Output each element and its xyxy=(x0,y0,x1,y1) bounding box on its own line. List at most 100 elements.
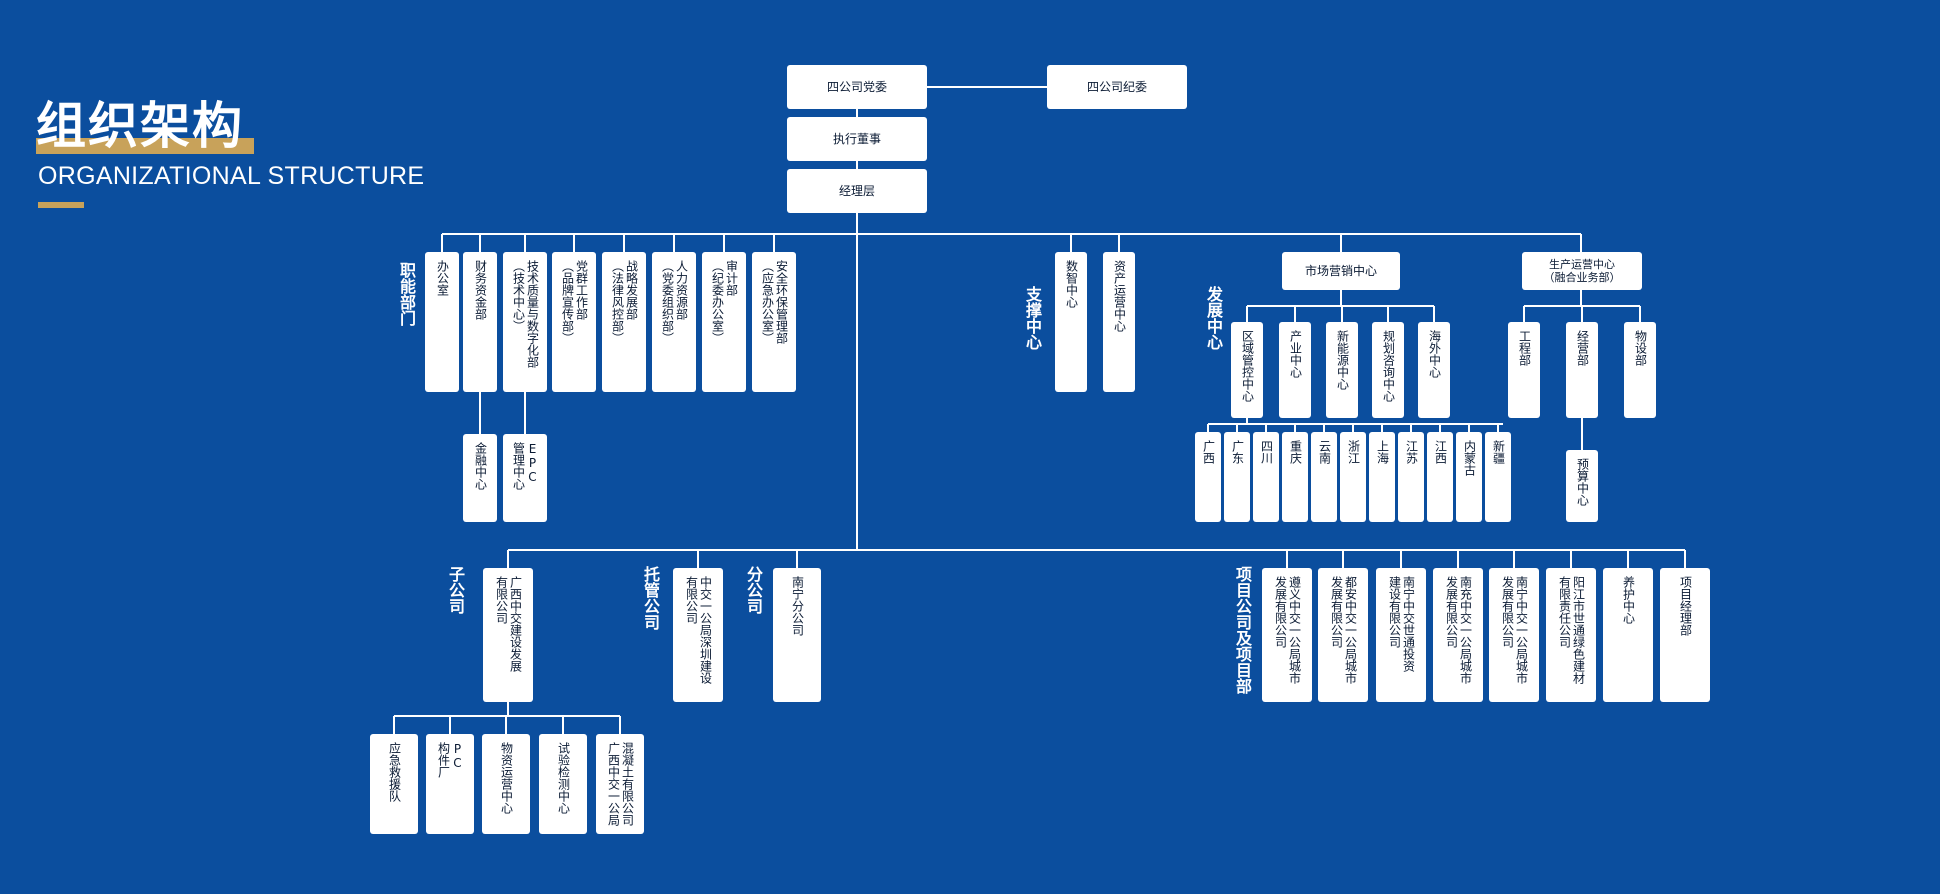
market-sub-box-text: 区域管控中心 xyxy=(1240,330,1255,402)
region-box-text: 新疆 xyxy=(1491,440,1506,464)
title-accent-bar xyxy=(38,202,84,208)
project-company-box-text: 南宁中交世通投资 xyxy=(1401,576,1416,672)
subsidiary-box-text: 广西中交建设发展 xyxy=(508,576,523,672)
project-company-box-text: 南充中交一公局城市 xyxy=(1458,576,1473,684)
project-company-box: 养护中心 xyxy=(1603,568,1653,702)
subsidiary-sub-box-text: 应急救援队 xyxy=(387,742,402,802)
page-subtitle: ORGANIZATIONAL STRUCTURE xyxy=(38,162,425,190)
subsidiary-sub-box-text: 物资运营中心 xyxy=(499,742,514,814)
group-label-development: 发展中心 xyxy=(1204,286,1223,350)
production-center-box: 生产运营中心 （融合业务部） xyxy=(1522,252,1642,290)
group-label-subsidiary: 子公司 xyxy=(446,566,465,614)
trust-company-box-text: 中交一公局深圳建设 xyxy=(698,576,713,684)
subsidiary-sub-box: 试验检测中心 xyxy=(539,734,587,834)
project-company-box: 南充中交一公局城市发展有限公司 xyxy=(1433,568,1483,702)
subsidiary-sub-box: 物资运营中心 xyxy=(482,734,530,834)
functional-dept-box-text: 技术质量与数字化部 xyxy=(525,260,540,368)
functional-dept-box-text: 办公室 xyxy=(435,260,450,296)
project-company-box: 项目经理部 xyxy=(1660,568,1710,702)
project-company-box-text: 发展有限公司 xyxy=(1273,576,1288,648)
region-box: 江苏 xyxy=(1398,432,1424,522)
region-box: 广东 xyxy=(1224,432,1250,522)
functional-dept-box-text: （品牌宣传部） xyxy=(560,260,575,344)
project-company-box: 都安中交一公局城市发展有限公司 xyxy=(1318,568,1368,702)
region-box: 云南 xyxy=(1311,432,1337,522)
project-company-box-text: 发展有限公司 xyxy=(1500,576,1515,648)
region-box-text: 四川 xyxy=(1259,440,1274,464)
functional-dept-box-text: 人力资源部 xyxy=(674,260,689,320)
project-company-box-text: 养护中心 xyxy=(1621,576,1636,624)
page-title: 组织架构 xyxy=(36,97,244,155)
group-label-branch: 分公司 xyxy=(744,566,763,614)
project-company-box: 阳江市世通绿色建材有限责任公司 xyxy=(1546,568,1596,702)
functional-dept-box-text: （法律风控部） xyxy=(610,260,625,344)
subsidiary-sub-box-text: PC xyxy=(450,742,465,770)
region-box-text: 内蒙古 xyxy=(1462,440,1477,476)
functional-dept-box-text: 战略发展部 xyxy=(624,260,639,320)
market-center-box: 市场营销中心 xyxy=(1282,252,1400,290)
project-company-box-text: 阳江市世通绿色建材 xyxy=(1571,576,1586,684)
region-box: 上海 xyxy=(1369,432,1395,522)
project-company-box: 遵义中交一公局城市发展有限公司 xyxy=(1262,568,1312,702)
management-box: 经理层 xyxy=(787,169,927,213)
region-box-text: 云南 xyxy=(1317,440,1332,464)
production-sub-box-text: 物设部 xyxy=(1633,330,1648,366)
market-sub-box: 产业中心 xyxy=(1279,322,1311,418)
branch-company-box-text: 南宁分公司 xyxy=(790,576,805,636)
functional-dept-box-text: （党委组织部） xyxy=(660,260,675,344)
project-company-box-text: 南宁中交一公局城市 xyxy=(1514,576,1529,684)
functional-dept-box: 党群工作部（品牌宣传部） xyxy=(552,252,596,392)
functional-dept-box-text: （应急办公室） xyxy=(760,260,775,344)
project-company-box-text: 都安中交一公局城市 xyxy=(1343,576,1358,684)
region-box-text: 江西 xyxy=(1433,440,1448,464)
subsidiary-box-text: 有限公司 xyxy=(494,576,509,624)
functional-dept-box: 审计部（纪委办公室） xyxy=(702,252,746,392)
project-company-box-text: 遵义中交一公局城市 xyxy=(1287,576,1302,684)
market-sub-box-text: 新能源中心 xyxy=(1335,330,1350,390)
region-box-text: 浙江 xyxy=(1346,440,1361,464)
functional-dept-box-text: 审计部 xyxy=(724,260,739,296)
subsidiary-sub-box-text: 广西中交一公局 xyxy=(606,742,621,826)
budget-center-box-text: 预算中心 xyxy=(1575,458,1590,506)
region-box: 新疆 xyxy=(1485,432,1511,522)
region-box: 广西 xyxy=(1195,432,1221,522)
functional-dept-box-text: （纪委办公室） xyxy=(710,260,725,344)
market-sub-box-text: 海外中心 xyxy=(1427,330,1442,378)
trust-company-box: 中交一公局深圳建设有限公司 xyxy=(673,568,723,702)
production-sub-box: 经营部 xyxy=(1566,322,1598,418)
project-company-box-text: 建设有限公司 xyxy=(1387,576,1402,648)
region-box-text: 江苏 xyxy=(1404,440,1419,464)
subsidiary-sub-box-text: 试验检测中心 xyxy=(556,742,571,814)
market-sub-box: 海外中心 xyxy=(1418,322,1450,418)
subsidiary-sub-box: 应急救援队 xyxy=(370,734,418,834)
functional-dept-box-text: （技术中心） xyxy=(511,260,526,332)
epc-center-box-text: 管理中心 xyxy=(511,442,526,490)
functional-dept-box: 技术质量与数字化部（技术中心） xyxy=(503,252,547,392)
region-box-text: 上海 xyxy=(1375,440,1390,464)
support-center-box-text: 资产运营中心 xyxy=(1112,260,1127,332)
project-company-box-text: 有限责任公司 xyxy=(1557,576,1572,648)
functional-dept-box-text: 党群工作部 xyxy=(574,260,589,320)
region-box-text: 广西 xyxy=(1201,440,1216,464)
market-sub-box: 规划咨询中心 xyxy=(1372,322,1404,418)
region-box: 浙江 xyxy=(1340,432,1366,522)
region-box: 江西 xyxy=(1427,432,1453,522)
budget-center-box: 预算中心 xyxy=(1566,450,1598,522)
production-sub-box: 物设部 xyxy=(1624,322,1656,418)
market-sub-box-text: 规划咨询中心 xyxy=(1381,330,1396,402)
region-box: 四川 xyxy=(1253,432,1279,522)
group-label-trust: 托管公司 xyxy=(641,566,660,630)
region-box: 重庆 xyxy=(1282,432,1308,522)
region-box-text: 重庆 xyxy=(1288,440,1303,464)
support-center-box: 资产运营中心 xyxy=(1103,252,1135,392)
group-label-functional: 职能部门 xyxy=(397,262,416,326)
functional-dept-box-text: 财务资金部 xyxy=(473,260,488,320)
market-sub-box: 区域管控中心 xyxy=(1231,322,1263,418)
executive-director-box: 执行董事 xyxy=(787,117,927,161)
functional-dept-box: 安全环保管理部（应急办公室） xyxy=(752,252,796,392)
support-center-box-text: 数智中心 xyxy=(1064,260,1079,308)
region-box: 内蒙古 xyxy=(1456,432,1482,522)
production-sub-box-text: 工程部 xyxy=(1517,330,1532,366)
